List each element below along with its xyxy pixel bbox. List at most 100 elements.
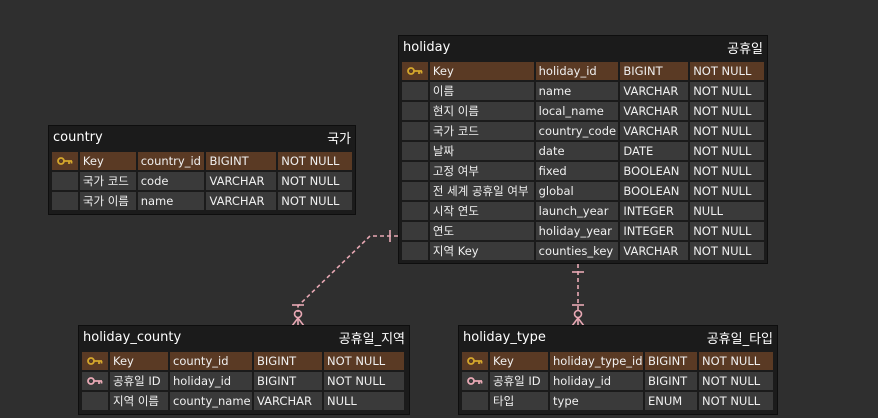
primary-key-icon [402,62,428,80]
column-label: 이름 [429,82,534,100]
column-label: 타입 [490,392,548,410]
column-nullability: NOT NULL [278,152,352,170]
column-nullability: NOT NULL [690,222,764,240]
empty-key-cell [402,142,428,160]
column-nullability: NOT NULL [324,372,404,390]
column-type: VARCHAR [620,82,689,100]
column-name: county_name [170,392,252,410]
column-label: 고정 여부 [429,162,534,180]
column-label: Key [79,152,136,170]
column-name: name [535,82,619,100]
column-label: 국가 이름 [79,192,136,210]
empty-key-cell [402,222,428,240]
column-nullability: NOT NULL [690,162,764,180]
column-type: DATE [620,142,689,160]
table-label: 공휴일_지역 [338,331,405,347]
column-label: 연도 [429,222,534,240]
column-type: VARCHAR [206,172,277,190]
table-name: holiday [403,39,451,55]
empty-key-cell [402,122,428,140]
column-nullability: NOT NULL [699,392,773,410]
column-type: BIGINT [645,352,697,370]
column-type: BIGINT [645,372,697,390]
column-label: 국가 코드 [429,122,534,140]
primary-key-icon [82,352,108,370]
column-nullability: NOT NULL [690,122,764,140]
empty-key-cell [402,242,428,260]
column-type: BOOLEAN [620,182,689,200]
column-label: 국가 코드 [79,172,136,190]
column-name: name [137,192,205,210]
column-label: 공휴일 ID [490,372,548,390]
empty-key-cell [402,82,428,100]
table-label: 공휴일 [727,41,763,57]
column-nullability: NOT NULL [278,172,352,190]
empty-key-cell [402,162,428,180]
column-nullability: NOT NULL [690,102,764,120]
column-type: ENUM [645,392,697,410]
column-label: Key [110,352,168,370]
column-name: counties_key [535,242,619,260]
column-nullability: NOT NULL [690,142,764,160]
table-label: 국가 [327,131,351,147]
column-label: 지역 Key [429,242,534,260]
holiday-type-table-header[interactable]: holiday_type 공휴일_타입 [459,326,777,348]
column-label: 시작 연도 [429,202,534,220]
holiday-county-table-header[interactable]: holiday_county 공휴일_지역 [79,326,409,348]
column-name: global [535,182,619,200]
column-type: BIGINT [206,152,277,170]
table-name: holiday_county [83,329,182,345]
column-name: county_id [170,352,252,370]
country-table-header[interactable]: country 국가 [49,126,355,148]
column-name: fixed [535,162,619,180]
column-label: 날짜 [429,142,534,160]
empty-key-cell [402,202,428,220]
table-label: 공휴일_타입 [706,331,773,347]
column-name: holiday_id [535,62,619,80]
column-type: VARCHAR [620,102,689,120]
column-type: BIGINT [254,372,322,390]
holiday-table-header[interactable]: holiday 공휴일 [399,36,767,58]
column-nullability: NOT NULL [690,82,764,100]
empty-key-cell [402,182,428,200]
column-nullability: NULL [690,202,764,220]
table-name: country [53,129,103,145]
column-name: date [535,142,619,160]
column-label: 전 세계 공휴일 여부 [429,182,534,200]
column-type: VARCHAR [620,242,689,260]
column-label: Key [429,62,534,80]
column-nullability: NOT NULL [699,372,773,390]
column-label: 지역 이름 [110,392,168,410]
column-type: VARCHAR [254,392,322,410]
column-nullability: NOT NULL [690,242,764,260]
column-name: holiday_id [550,372,643,390]
column-label: Key [490,352,548,370]
